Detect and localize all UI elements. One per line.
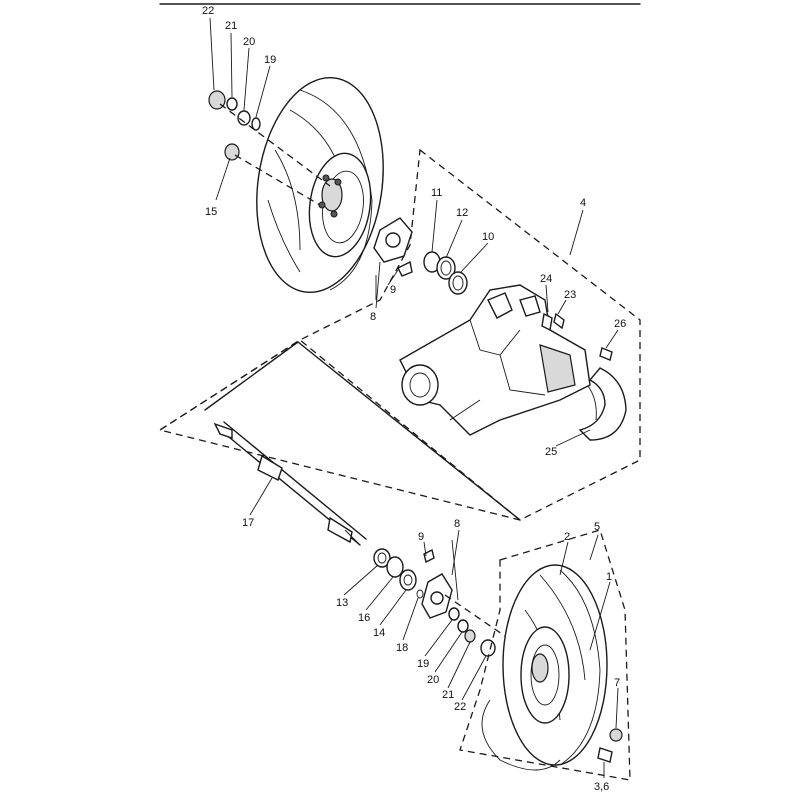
label-9-top: 9 — [390, 284, 396, 296]
lower-bearings — [373, 548, 424, 599]
knuckle-fasteners — [541, 312, 613, 361]
label-24: 24 — [540, 273, 552, 285]
label-4: 4 — [580, 197, 586, 209]
label-19-bottom: 19 — [417, 658, 429, 670]
lower-wheel-dashed-outline — [459, 529, 631, 781]
label-8-bottom: 8 — [454, 518, 460, 530]
label-14: 14 — [373, 627, 385, 639]
label-3-6: 3,6 — [594, 781, 609, 793]
label-20-top: 20 — [243, 36, 255, 48]
knuckle-assembly-dashed-outline — [158, 148, 641, 521]
label-20-bottom: 20 — [427, 674, 439, 686]
label-8-top: 8 — [370, 311, 376, 323]
leader-lines — [209, 17, 619, 778]
label-16: 16 — [358, 612, 370, 624]
label-26: 26 — [614, 318, 626, 330]
upper-hub-fasteners — [208, 90, 331, 206]
label-21-bottom: 21 — [442, 689, 454, 701]
label-7: 7 — [614, 677, 620, 689]
label-15: 15 — [205, 206, 217, 218]
label-11: 11 — [431, 187, 442, 199]
label-2: 2 — [564, 531, 570, 543]
upper-wheel — [256, 77, 384, 293]
label-22-top: 22 — [202, 5, 214, 17]
label-1: 1 — [606, 571, 612, 583]
drive-axle — [213, 421, 367, 546]
label-18: 18 — [396, 642, 408, 654]
lower-hub-flange — [421, 539, 459, 619]
label-9-bottom: 9 — [418, 531, 424, 543]
part-labels: 22 21 20 19 15 11 12 10 4 9 8 24 23 26 2… — [202, 5, 626, 793]
label-13: 13 — [336, 597, 348, 609]
label-22-bottom: 22 — [454, 701, 466, 713]
label-12: 12 — [456, 207, 468, 219]
label-19-top: 19 — [264, 54, 276, 66]
label-21-top: 21 — [225, 20, 237, 32]
label-10: 10 — [482, 231, 494, 243]
label-5: 5 — [594, 521, 600, 533]
lower-wheel — [481, 564, 623, 771]
label-17: 17 — [242, 517, 254, 529]
upper-hub-flange — [373, 217, 413, 300]
label-23: 23 — [564, 289, 576, 301]
brake-disc — [578, 367, 627, 441]
axle-box-solid — [204, 341, 521, 521]
label-25: 25 — [545, 446, 557, 458]
